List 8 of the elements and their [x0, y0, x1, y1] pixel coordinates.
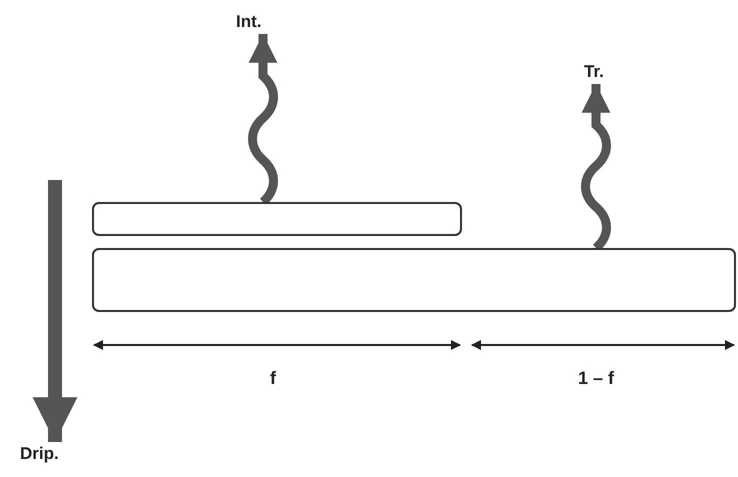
dimension-label: 1 – f — [578, 368, 614, 389]
down-arrow — [32, 180, 78, 442]
dimension-label: f — [270, 368, 276, 389]
upper-bar — [92, 202, 462, 236]
flux-label: Tr. — [584, 62, 604, 82]
lower-bar — [92, 248, 736, 312]
flux-label: Int. — [236, 12, 262, 32]
flux-label: Drip. — [20, 444, 59, 464]
